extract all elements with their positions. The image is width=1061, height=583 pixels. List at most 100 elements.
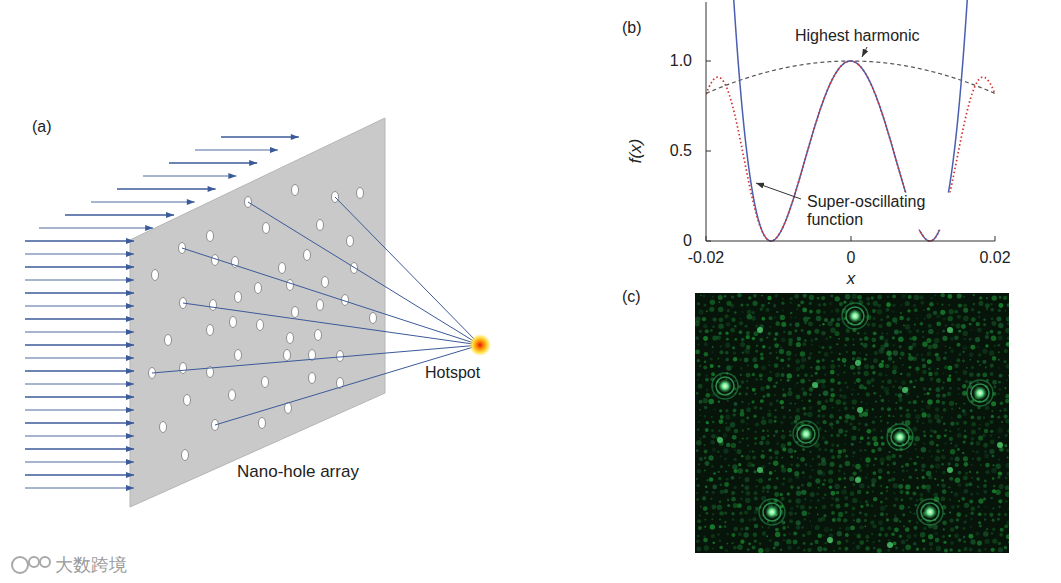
speckle-dot: [808, 400, 811, 403]
speckle-dot: [744, 510, 748, 514]
speckle-dot: [922, 539, 926, 543]
speckle-dot: [906, 539, 908, 541]
speckle-dot: [955, 526, 959, 530]
speckle-dot: [829, 398, 834, 403]
speckle-dot: [915, 379, 917, 381]
speckle-dot: [697, 469, 702, 474]
speckle-dot: [830, 388, 834, 392]
speckle-dot: [962, 452, 964, 454]
speckle-dot: [936, 449, 940, 453]
speckle-dot: [942, 317, 946, 321]
speckle-dot: [775, 294, 779, 298]
speckle-dot: [769, 539, 772, 542]
speckle-dot: [937, 303, 939, 305]
speckle-dot: [790, 507, 793, 510]
speckle-dot: [1004, 414, 1008, 418]
speckle-dot: [842, 449, 846, 453]
speckle-dot: [936, 444, 938, 446]
speckle-dot: [804, 373, 808, 377]
nano-hole: [279, 263, 286, 274]
light-arrow: [25, 448, 134, 449]
speckle-dot: [795, 359, 800, 364]
speckle-dot: [978, 353, 981, 356]
speckle-dot: [927, 352, 932, 357]
speckle-dot: [865, 476, 868, 479]
spot-ring: [971, 384, 989, 402]
speckle-dot: [1001, 421, 1003, 423]
speckle-dot: [872, 408, 874, 410]
speckle-dot: [942, 535, 945, 538]
speckle-dot: [796, 342, 801, 347]
hotspot-image: [695, 293, 1009, 553]
spot-core: [718, 379, 732, 393]
speckle-dot: [873, 464, 875, 466]
speckle-dot: [730, 303, 734, 307]
speckle-dot: [992, 455, 995, 458]
speckle-dot: [958, 393, 960, 395]
speckle-dot: [775, 382, 778, 385]
speckle-dot: [982, 348, 987, 353]
minor-spot: [757, 467, 763, 473]
speckle-dot: [871, 504, 874, 507]
speckle-dot: [775, 456, 778, 459]
speckle-dot: [943, 381, 945, 383]
speckle-dot: [998, 547, 1003, 552]
speckle-dot: [978, 436, 983, 441]
speckle-dot: [761, 436, 766, 441]
speckle-dot: [738, 440, 741, 443]
speckle-dot: [768, 419, 773, 424]
speckle-dot: [760, 307, 763, 310]
speckle-dot: [725, 470, 727, 472]
speckle-dot: [824, 430, 826, 432]
speckle-dot: [696, 440, 702, 446]
speckle-dot: [773, 547, 776, 550]
nano-hole: [235, 350, 242, 361]
speckle-dot: [989, 513, 993, 517]
speckle-dot: [829, 414, 833, 418]
speckle-dot: [773, 337, 776, 340]
speckle-dot: [927, 490, 930, 493]
speckle-dot: [866, 392, 870, 396]
speckle-dot: [831, 455, 835, 459]
speckle-dot: [723, 448, 728, 453]
speckle-dot: [857, 393, 859, 395]
speckle-dot: [955, 477, 961, 483]
speckle-dot: [889, 451, 891, 453]
speckle-dot: [787, 492, 790, 495]
speckle-dot: [864, 371, 869, 376]
speckle-dot: [776, 400, 779, 403]
speckle-dot: [922, 370, 927, 375]
speckle-dot: [834, 331, 839, 336]
speckle-dot: [968, 534, 973, 539]
speckle-dot: [947, 316, 952, 321]
speckle-dot: [944, 434, 947, 437]
speckle-dot: [734, 429, 739, 434]
speckle-dot: [702, 294, 705, 297]
speckle-dot: [796, 408, 800, 412]
speckle-dot: [948, 486, 950, 488]
speckle-dot: [949, 437, 953, 441]
speckle-dot: [835, 497, 839, 501]
speckle-dot: [867, 323, 871, 327]
speckle-dot: [769, 352, 772, 355]
speckle-dot: [711, 351, 713, 353]
speckle-dot: [838, 470, 841, 473]
speckle-dot: [991, 468, 996, 473]
speckle-dot: [720, 345, 722, 347]
speckle-dot: [817, 297, 820, 300]
speckle-dot: [979, 296, 982, 299]
light-arrow: [25, 436, 134, 437]
speckle-dot: [857, 371, 860, 374]
speckle-dot: [983, 498, 986, 501]
light-arrow: [143, 176, 236, 177]
speckle-dot: [774, 394, 776, 396]
speckle-dot: [886, 322, 891, 327]
speckle-dot: [718, 317, 723, 322]
speckle-dot: [718, 477, 722, 481]
speckle-dot: [802, 342, 806, 346]
speckle-dot: [999, 296, 1002, 299]
speckle-dot: [880, 319, 883, 322]
speckle-dot: [830, 378, 835, 383]
speckle-dot: [710, 364, 714, 368]
